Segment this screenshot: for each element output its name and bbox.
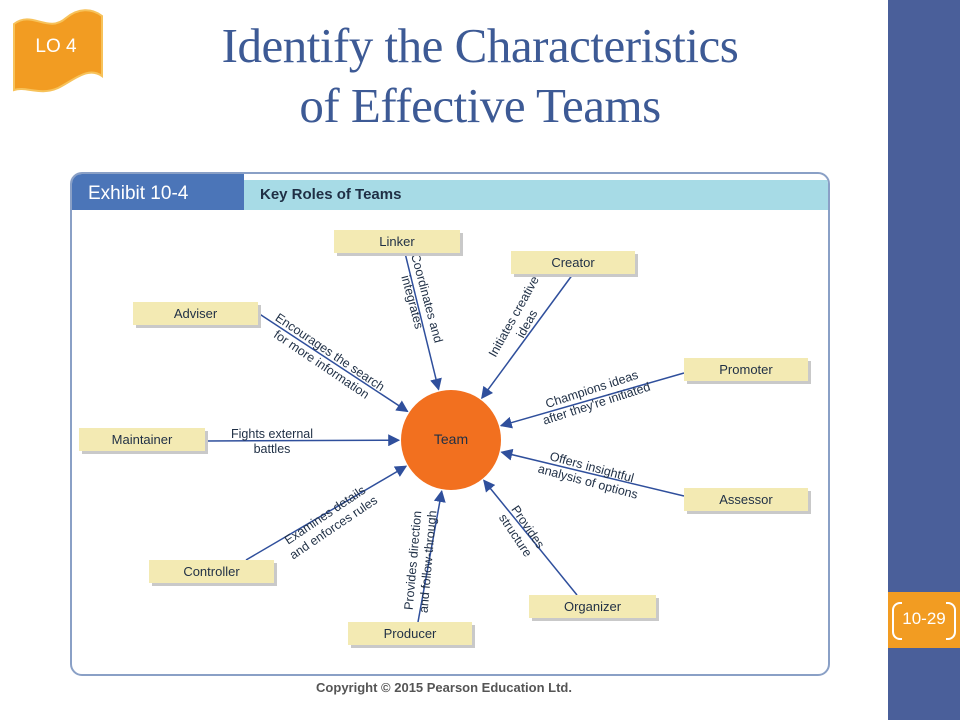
role-label-controller: Controller <box>183 564 240 579</box>
arrow-creator <box>481 273 574 400</box>
team-node <box>401 390 501 490</box>
lo-badge <box>13 9 103 93</box>
page-number: 10-29 <box>902 609 946 628</box>
page-title: Identify the Characteristics of Effectiv… <box>120 16 840 136</box>
page-number-box: 10-29 <box>888 592 960 648</box>
role-box-linker <box>334 230 460 253</box>
role-box-organizer <box>529 595 656 618</box>
role-box-creator <box>511 251 635 274</box>
bracket-left <box>892 602 902 640</box>
relation-text-maintainer-2: battles <box>254 442 291 456</box>
role-box-adviser <box>133 302 258 325</box>
arrow-controller <box>245 465 408 561</box>
arrow-producer <box>417 489 446 623</box>
arrow-organizer <box>483 479 578 596</box>
copyright: Copyright © 2015 Pearson Education Ltd. <box>316 680 572 695</box>
title-line-2: of Effective Teams <box>299 78 661 133</box>
role-box-controller <box>149 560 274 583</box>
relation-text-maintainer-1: Fights external <box>231 427 313 441</box>
role-label-linker: Linker <box>379 234 415 249</box>
role-label-maintainer: Maintainer <box>112 432 173 447</box>
role-label-promoter: Promoter <box>719 362 773 377</box>
exhibit-title: Key Roles of Teams <box>260 186 402 203</box>
role-box-promoter <box>684 358 808 381</box>
exhibit-label: Exhibit 10-4 <box>88 183 189 204</box>
lo-badge-text: LO 4 <box>35 36 77 57</box>
title-line-1: Identify the Characteristics <box>221 18 739 73</box>
role-box-maintainer <box>79 428 205 451</box>
role-label-adviser: Adviser <box>174 306 218 321</box>
arrow-promoter <box>499 372 685 429</box>
exhibit-title-bar: Key Roles of Teams <box>244 180 828 210</box>
team-node-label: Team <box>434 431 468 447</box>
arrow-linker <box>404 252 442 391</box>
arrow-assessor <box>500 448 685 497</box>
role-label-producer: Producer <box>384 626 437 641</box>
bracket-right <box>946 602 956 640</box>
exhibit-header: Exhibit 10-4 <box>72 174 244 210</box>
role-label-creator: Creator <box>551 255 595 270</box>
role-box-producer <box>348 622 472 645</box>
arrow-maintainer <box>204 434 401 447</box>
role-box-assessor <box>684 488 808 511</box>
lo-badge-shape <box>13 9 103 93</box>
role-label-organizer: Organizer <box>564 599 622 614</box>
relation-text-adviser-1: Encourages the search <box>273 310 387 394</box>
role-label-assessor: Assessor <box>719 492 773 507</box>
arrow-adviser <box>257 312 409 413</box>
